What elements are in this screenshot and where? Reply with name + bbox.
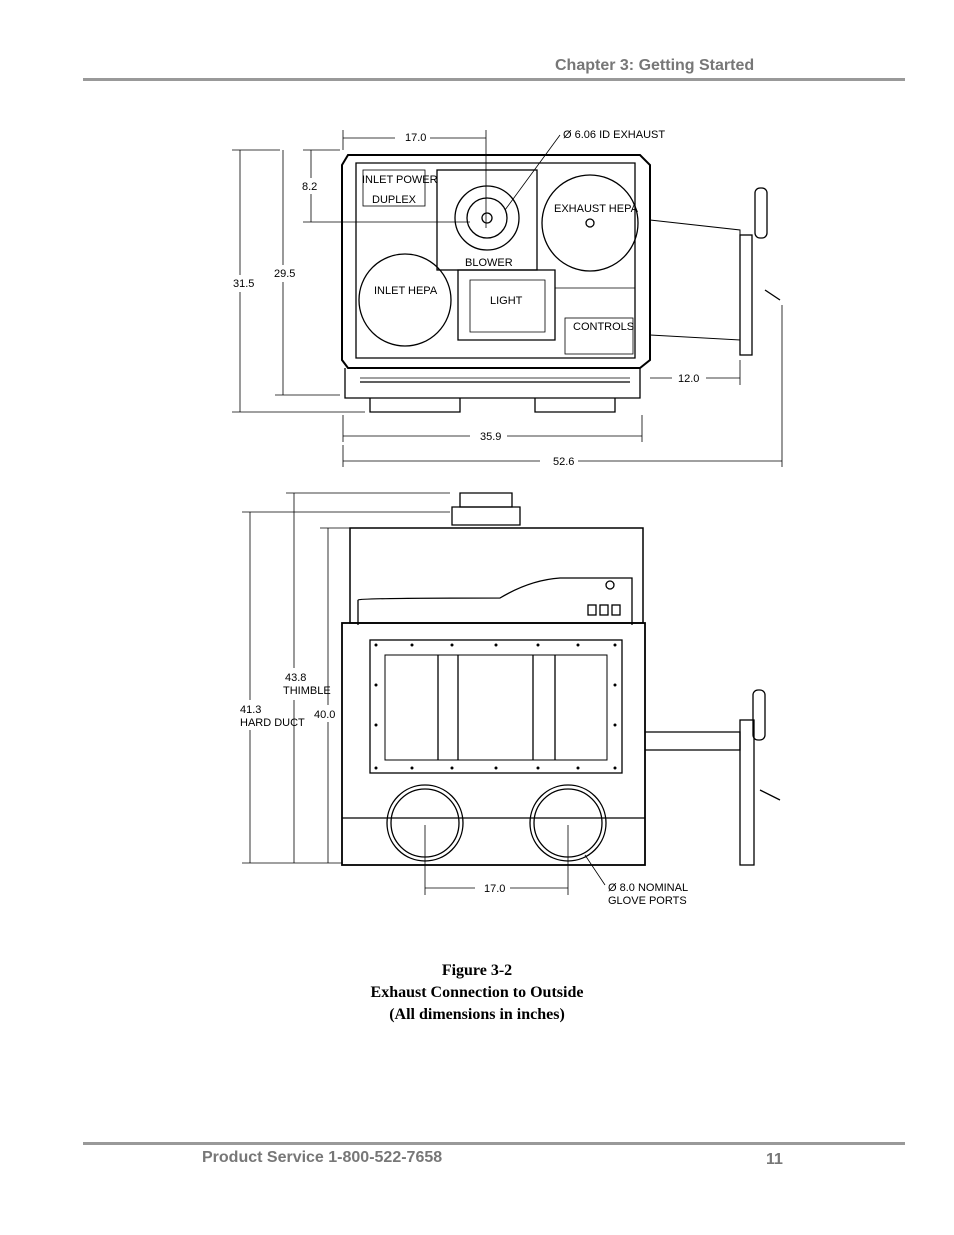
dim-exhaust-diameter: Ø 6.06 ID EXHAUST xyxy=(563,129,665,141)
label-light: LIGHT xyxy=(490,295,523,307)
product-service-phone: Product Service 1-800-522-7658 xyxy=(202,1149,443,1166)
footer-rule xyxy=(83,1142,905,1145)
top-view-cabinet xyxy=(341,154,781,413)
chapter-header: Chapter 3: Getting Started xyxy=(555,57,755,74)
dim-41-3: 41.3 xyxy=(240,704,261,716)
dim-glove-diameter: Ø 8.0 NOMINAL xyxy=(608,882,688,894)
label-exhaust-hepa: EXHAUST HEPA xyxy=(554,203,639,215)
label-inlet-power: INLET POWER xyxy=(362,174,438,186)
dim-52-6: 52.6 xyxy=(553,456,574,468)
label-controls: CONTROLS xyxy=(573,321,634,333)
top-view-dimensions xyxy=(232,130,783,467)
dim-hard-duct: HARD DUCT xyxy=(240,717,305,729)
header-rule xyxy=(83,78,905,81)
page-number: 11 xyxy=(766,1151,783,1168)
dim-43-8: 43.8 xyxy=(285,672,306,684)
dim-40-0: 40.0 xyxy=(314,709,335,721)
dim-top-width: 17.0 xyxy=(405,132,426,144)
front-view-cabinet xyxy=(341,492,781,866)
label-blower: BLOWER xyxy=(465,257,513,269)
figure-title: Exhaust Connection to Outside xyxy=(370,984,584,1001)
dim-glove-spacing: 17.0 xyxy=(484,883,505,895)
label-inlet-hepa: INLET HEPA xyxy=(374,285,438,297)
figure-note: (All dimensions in inches) xyxy=(389,1006,565,1023)
dim-glove-ports: GLOVE PORTS xyxy=(608,895,687,907)
dim-29-5: 29.5 xyxy=(274,268,295,280)
dim-31-5: 31.5 xyxy=(233,278,254,290)
dim-thimble: THIMBLE xyxy=(283,685,331,697)
dim-8-2: 8.2 xyxy=(302,181,317,193)
label-duplex: DUPLEX xyxy=(372,194,417,206)
dim-35-9: 35.9 xyxy=(480,431,501,443)
figure-number: Figure 3-2 xyxy=(441,962,513,979)
dim-12-0: 12.0 xyxy=(678,373,699,385)
front-view-dimensions xyxy=(242,492,606,895)
window-rivets xyxy=(374,643,617,770)
